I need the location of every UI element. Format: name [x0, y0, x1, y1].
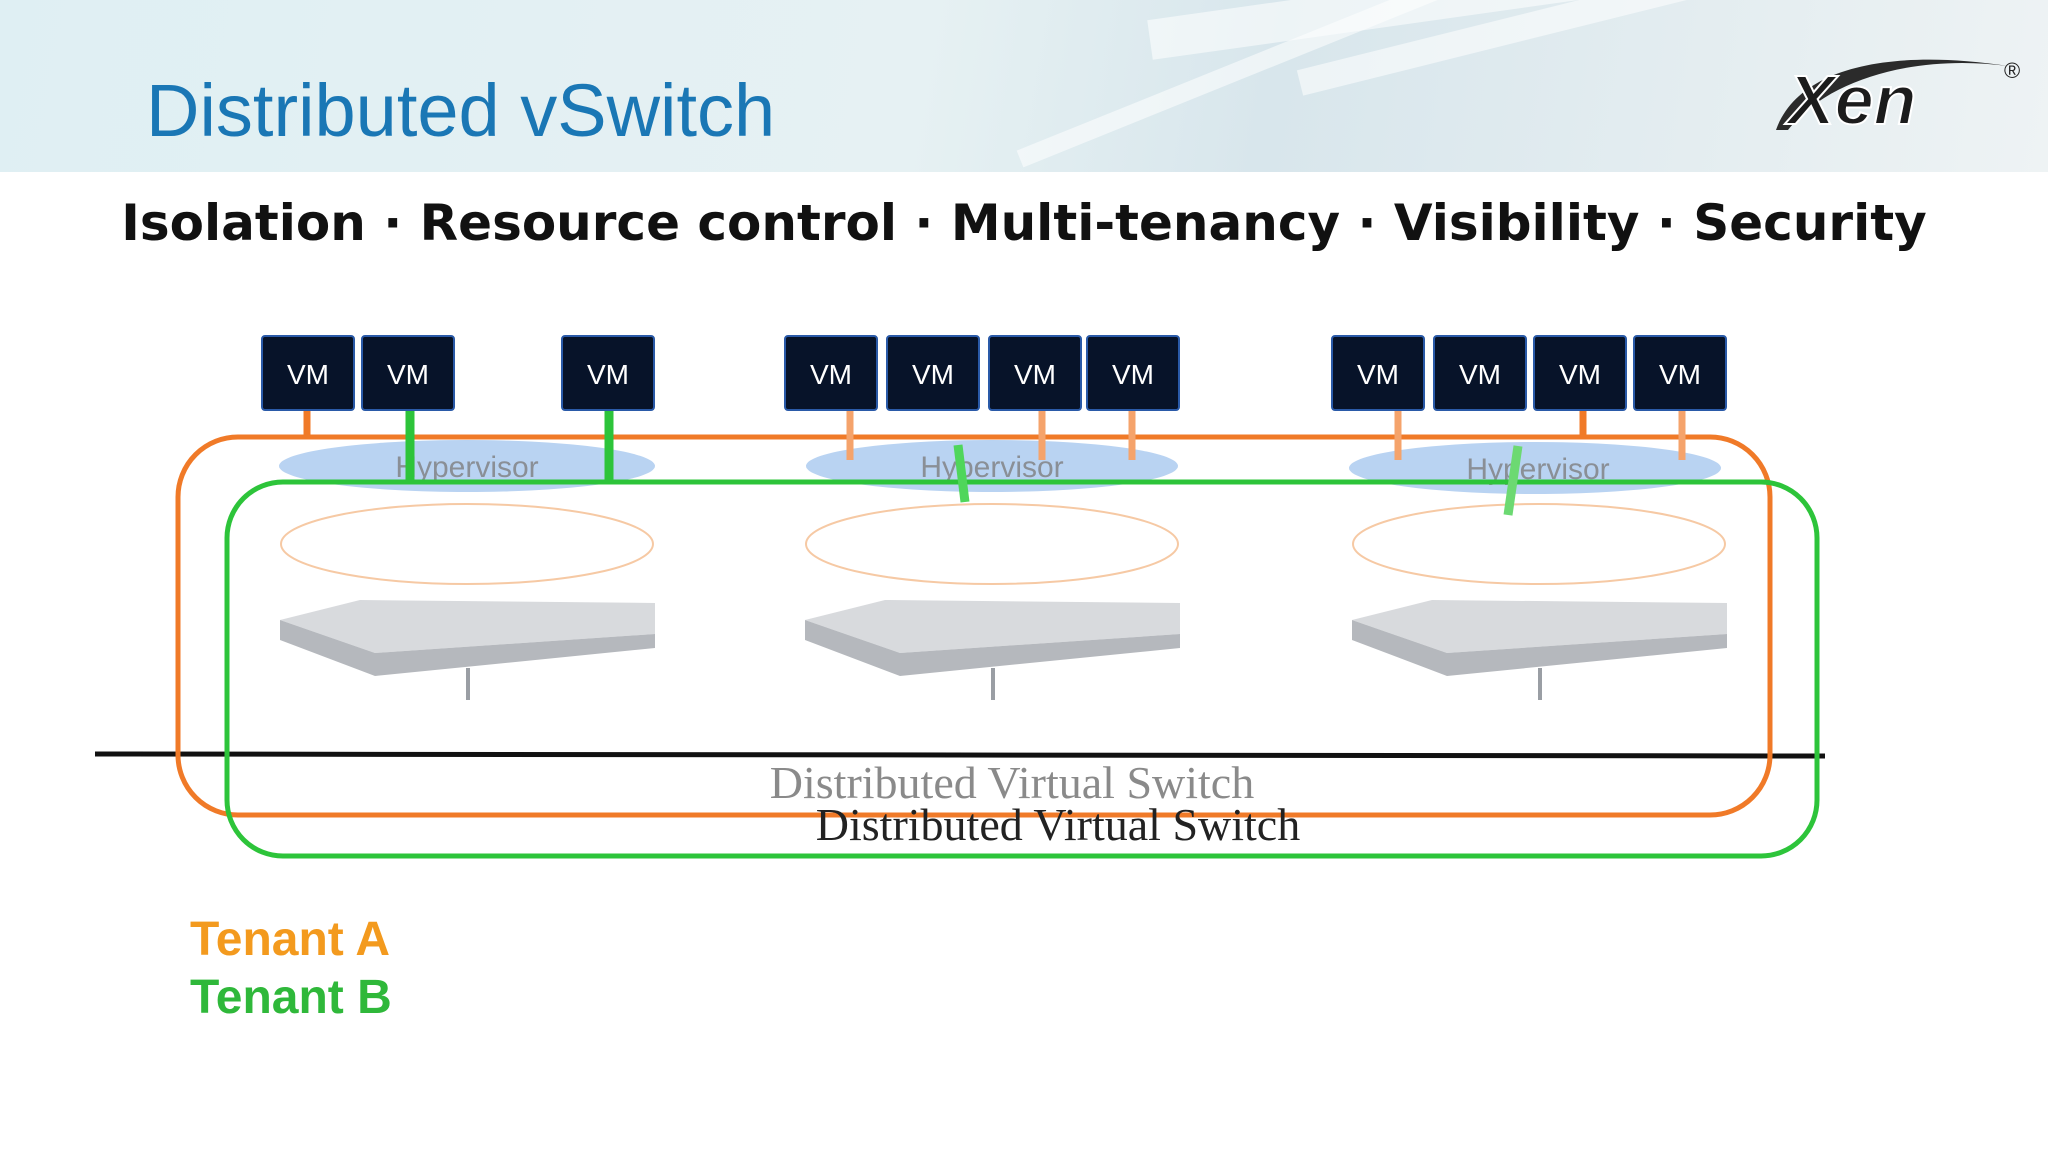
server-host	[805, 503, 1180, 700]
slide-title: Distributed vSwitch	[146, 69, 776, 152]
hypervisor-label: Hypervisor	[395, 451, 538, 484]
server-front	[280, 620, 655, 676]
tenant-b-link	[953, 444, 970, 503]
server-group	[280, 503, 1727, 700]
vm-label: VM	[912, 359, 954, 390]
network-baseline	[94, 751, 1826, 759]
vswitch-ellipse	[805, 503, 1179, 585]
vm-box	[886, 335, 980, 411]
legend-tenant-b: Tenant B	[190, 971, 392, 1024]
vm-label: VM	[1559, 359, 1601, 390]
vm-box	[988, 335, 1082, 411]
server-host	[1352, 503, 1727, 700]
vm-box	[1533, 335, 1627, 411]
slide-subtitle: Isolation · Resource control · Multi-ten…	[121, 194, 1927, 252]
hypervisor-ellipse	[279, 440, 655, 492]
xen-logo-mark: ®	[2004, 58, 2020, 83]
vm-label: VM	[1659, 359, 1701, 390]
legend-tenant-a: Tenant A	[190, 913, 390, 966]
vm-group: VM VM VM VM VM VM VM VM VM VM VM	[261, 335, 1727, 411]
vm-label: VM	[1014, 359, 1056, 390]
vm-label: VM	[1459, 359, 1501, 390]
vswitch-ellipse	[1352, 503, 1726, 585]
title-banner	[0, 0, 2048, 172]
tenant-a-switch-boundary	[175, 434, 1773, 818]
vm-box	[1433, 335, 1527, 411]
switch-label-tenant-b: Distributed Virtual Switch	[816, 799, 1300, 850]
tenant-b-links	[405, 410, 1523, 516]
hypervisor-group: Hypervisor Hypervisor Hypervisor	[279, 440, 1721, 494]
vm-label: VM	[287, 359, 329, 390]
vm-box	[361, 335, 455, 411]
server-front	[805, 620, 1180, 676]
server-chassis	[280, 600, 655, 653]
vm-box	[1331, 335, 1425, 411]
server-chassis	[1352, 600, 1727, 653]
vswitch-ellipse	[280, 503, 654, 585]
switch-label-tenant-a: Distributed Virtual Switch	[770, 757, 1254, 808]
vm-box	[1633, 335, 1727, 411]
hypervisor-ellipse	[806, 440, 1178, 492]
vm-label: VM	[1112, 359, 1154, 390]
vm-label: VM	[587, 359, 629, 390]
server-front	[1352, 620, 1727, 676]
server-chassis	[805, 600, 1180, 653]
tenant-b-link	[1503, 445, 1523, 516]
vm-label: VM	[387, 359, 429, 390]
xen-logo-text: Xen	[1784, 61, 1916, 139]
vm-box	[1086, 335, 1180, 411]
vm-label: VM	[1357, 359, 1399, 390]
server-host	[280, 503, 655, 700]
xen-logo: Xen ®	[1776, 58, 2020, 140]
vm-box	[561, 335, 655, 411]
vm-label: VM	[810, 359, 852, 390]
vm-box	[784, 335, 878, 411]
tenant-b-switch-boundary	[224, 479, 1820, 859]
xen-logo-swoosh	[1776, 59, 2008, 130]
vm-box	[261, 335, 355, 411]
tenant-a-links	[303, 410, 1686, 460]
